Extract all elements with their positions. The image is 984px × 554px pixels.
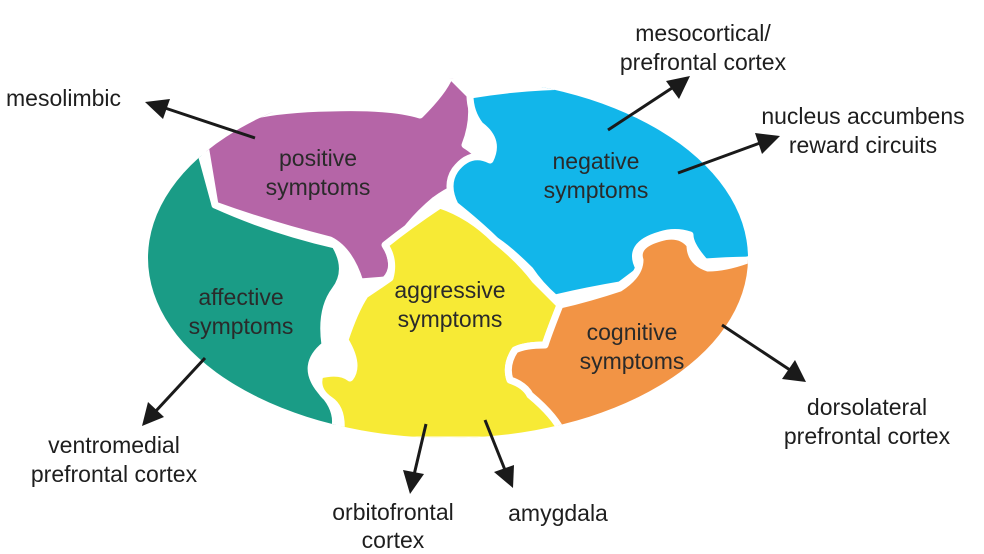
mesocortical-label-line2: prefrontal cortex (620, 49, 787, 75)
puzzle-group (148, 78, 748, 438)
negative-label-line2: symptoms (544, 177, 649, 203)
orbitofrontal-label-line2: cortex (362, 527, 425, 553)
dorsolateral-arrowhead (782, 360, 806, 382)
mesocortical-arrowhead (666, 76, 690, 99)
amygdala-arrowhead (494, 465, 514, 488)
mesolimbic-arrow (164, 106, 256, 140)
arrows (142, 76, 806, 494)
orbitofrontal-arrow (412, 423, 428, 476)
nucleus-accumbens-arrow (677, 141, 761, 175)
dorsolateral-arrow (721, 323, 791, 372)
cognitive-label-line2: symptoms (580, 348, 685, 374)
cognitive-label-line1: cognitive (587, 319, 678, 345)
mesolimbic-label: mesolimbic (6, 85, 121, 111)
amygdala-arrow (483, 419, 507, 471)
affective-label-line2: symptoms (189, 313, 294, 339)
amygdala-label: amygdala (508, 500, 608, 526)
ventromedial-arrowhead (142, 402, 164, 426)
dorsolateral-label-line2: prefrontal cortex (784, 423, 951, 449)
mesocortical-label-line1: mesocortical/ (635, 20, 771, 46)
negative-label-line1: negative (553, 148, 640, 174)
mesolimbic-arrowhead (145, 99, 170, 119)
nucleus-accumbens-arrowhead (755, 133, 780, 154)
positive-label-line1: positive (279, 145, 357, 171)
dorsolateral-label-line1: dorsolateral (807, 394, 927, 420)
nucleus-accumbens-label-line2: reward circuits (789, 132, 937, 158)
positive-label-line2: symptoms (266, 174, 371, 200)
affective-label-line1: affective (198, 284, 283, 310)
orbitofrontal-arrowhead (403, 470, 424, 494)
ventromedial-label-line2: prefrontal cortex (31, 461, 198, 487)
orbitofrontal-label-line1: orbitofrontal (332, 499, 453, 525)
aggressive-label-line2: symptoms (398, 306, 503, 332)
ventromedial-label-line1: ventromedial (48, 432, 180, 458)
ventromedial-arrow (153, 356, 207, 414)
nucleus-accumbens-label-line1: nucleus accumbens (761, 103, 964, 129)
mesocortical-arrow (607, 86, 673, 132)
aggressive-label-line1: aggressive (394, 277, 505, 303)
